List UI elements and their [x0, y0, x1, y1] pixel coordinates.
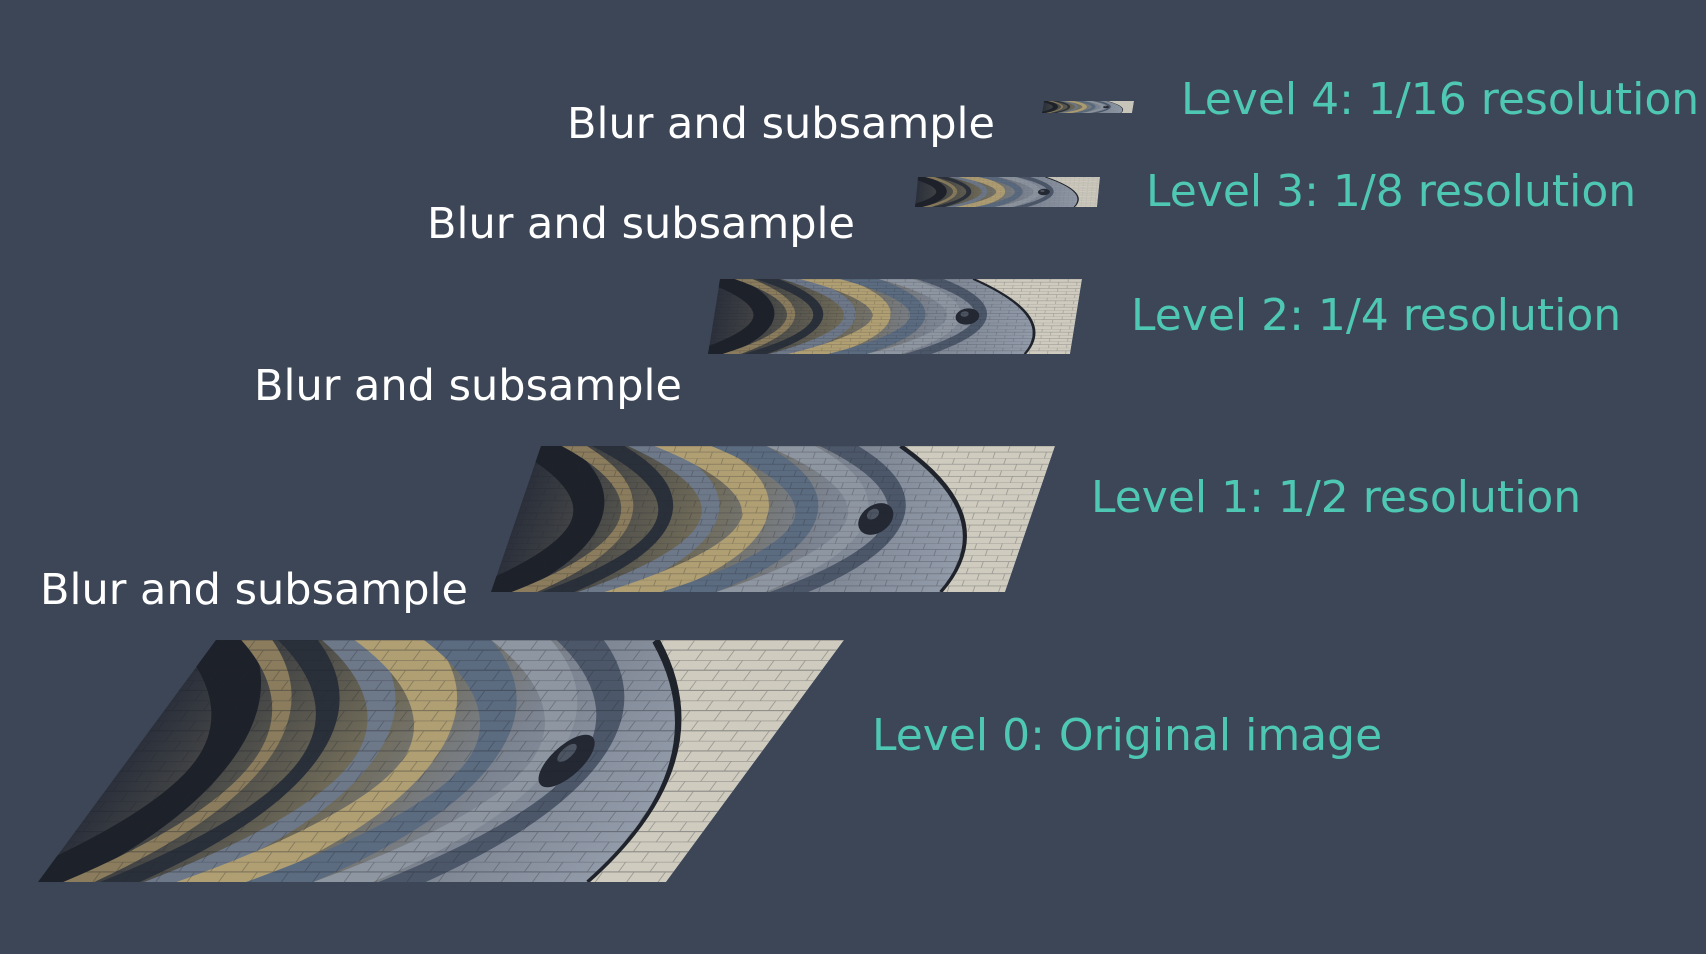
- level-label-4: Level 4: 1/16 resolution: [1181, 74, 1699, 125]
- pyramid-level-image-1: [491, 446, 1056, 593]
- step-label-0-to-1: Blur and subsample: [40, 565, 468, 615]
- pyramid-level-image-4: [1042, 101, 1134, 114]
- pyramid-level-image-3: [914, 177, 1100, 207]
- level-label-3: Level 3: 1/8 resolution: [1146, 166, 1636, 217]
- level-label-1: Level 1: 1/2 resolution: [1091, 472, 1581, 523]
- pyramid-level-image-2: [707, 279, 1083, 354]
- step-label-3-to-4: Blur and subsample: [567, 99, 995, 149]
- level-label-0: Level 0: Original image: [872, 710, 1382, 761]
- pyramid-level-image-0: [37, 640, 844, 882]
- step-label-2-to-3: Blur and subsample: [427, 199, 855, 249]
- step-label-1-to-2: Blur and subsample: [254, 361, 682, 411]
- level-label-2: Level 2: 1/4 resolution: [1131, 290, 1621, 341]
